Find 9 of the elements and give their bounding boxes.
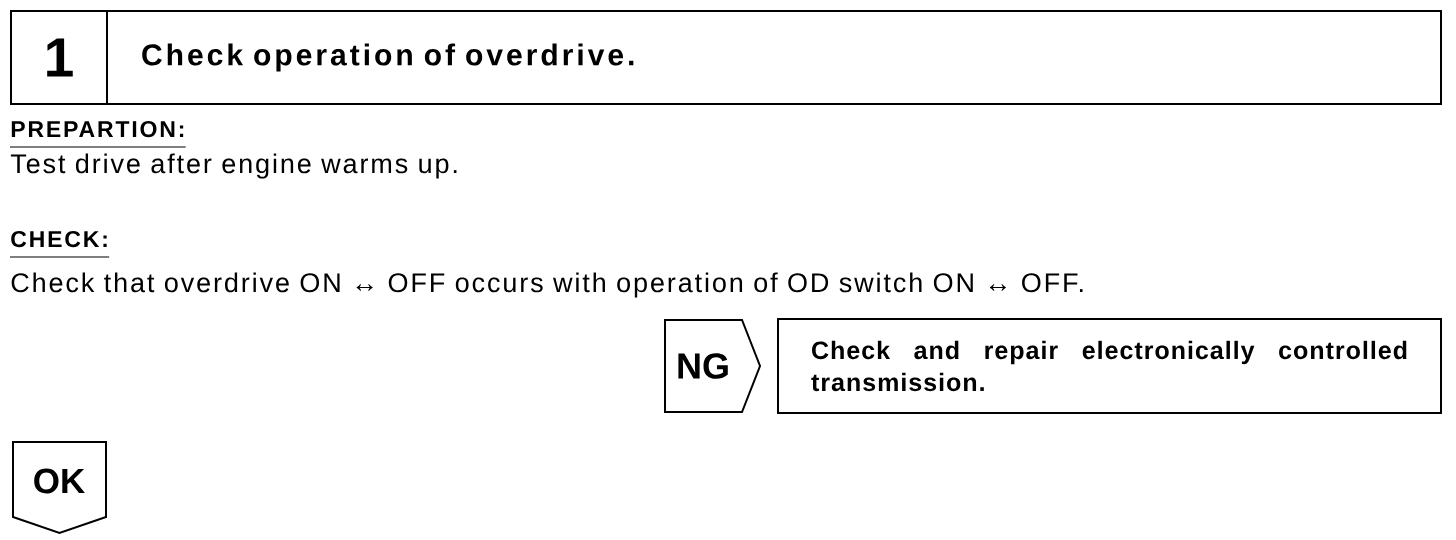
step-number-box: 1 <box>10 10 108 105</box>
action-box: Check and repair electronically controlled transmission. <box>777 318 1442 414</box>
section-heading: PREPARTION: <box>9 120 187 148</box>
section-heading: CHECK: <box>9 230 110 258</box>
instruction-text: Test drive after engine warms up. <box>10 153 457 179</box>
step-title-box: Check operation of overdrive. <box>106 10 1442 105</box>
instruction-text: Check that overdrive ON ↔ OFF occurs with operation of OD switch ON ↔ OFF. <box>11 272 1083 298</box>
branch-tag: NG <box>664 319 762 413</box>
branch-tag: OK <box>12 441 107 535</box>
